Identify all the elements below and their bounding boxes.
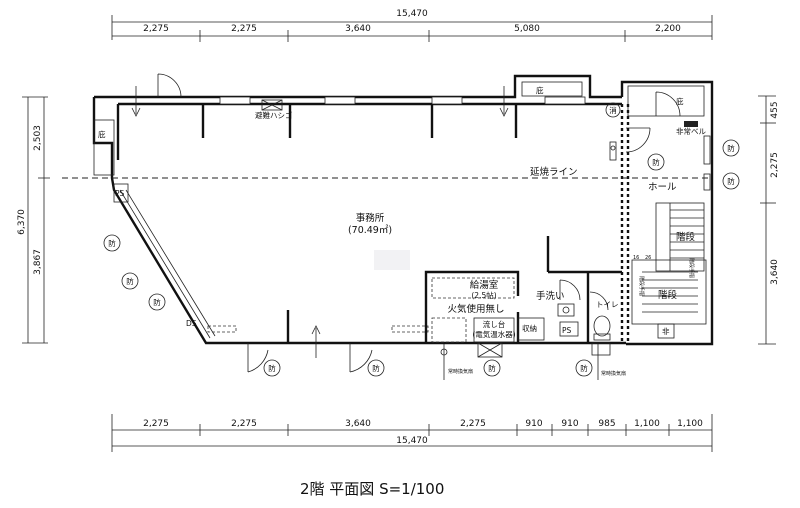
fire-mark-9: 防 (727, 143, 735, 153)
fire-mark-2: 防 (126, 276, 134, 286)
vent-label-2: 常時換気扇 (601, 370, 626, 377)
fire-mark-4: 防 (268, 363, 276, 373)
exterior-walls (92, 74, 714, 346)
kitchenette: 給湯室 (2.5帖) 火気使用無し 流し台 (電気温水器) 手洗い 収納 トイレ (424, 270, 622, 343)
hall-label: ホール (648, 182, 677, 193)
no-fire-label: 火気使用無し (447, 303, 504, 315)
dim-bottom-4: 2,275 (460, 419, 486, 429)
eaves-left-label: 庇 (98, 129, 106, 139)
emergency-light-label: 非 (662, 326, 670, 336)
dim-top-1: 2,275 (143, 24, 169, 34)
fire-rated-wall (620, 104, 630, 342)
dim-right-3: 3,640 (770, 259, 780, 285)
storage-label: 収納 (522, 323, 537, 333)
stairs-label-upper: 階段 (676, 231, 696, 243)
dim-top-5: 2,200 (655, 24, 681, 34)
eaves-top-label: 庇 (536, 85, 544, 95)
fire-mark-5: 防 (372, 363, 380, 373)
dim-bottom-7: 985 (598, 419, 615, 429)
handrail-label-1: 階段手摺 (638, 276, 645, 296)
dim-bottom-6: 910 (561, 419, 578, 429)
kitchen-label: 給湯室 (470, 279, 499, 291)
dim-top-3: 3,640 (345, 24, 371, 34)
bottom-dimensions: 2,275 2,275 3,640 2,275 910 910 985 1,10… (111, 414, 713, 452)
hall-room: ホール 非常ベル (648, 121, 711, 193)
dim-bottom-5: 910 (525, 419, 542, 429)
fire-marks: 防 防 防 防 防 防 防 防 防 防 (103, 139, 740, 377)
step-num-26: 26 (645, 255, 651, 261)
top-dimensions: 15,470 2,275 2,275 3,640 5,080 2,200 (111, 9, 713, 42)
sink-note-label: (電気温水器) (472, 329, 515, 339)
dim-bottom-3: 3,640 (345, 419, 371, 429)
dim-left-2: 3,867 (33, 249, 43, 275)
fire-mark-6: 防 (488, 363, 496, 373)
dim-right-1: 455 (770, 101, 780, 118)
sink-label: 流し台 (483, 319, 506, 329)
office-area-label: (70.49㎡) (348, 225, 392, 236)
handrail-label-2: 階段手摺 (688, 258, 695, 278)
ps-label-left: PS (115, 189, 125, 198)
vent-label-1: 常時換気扇 (448, 368, 473, 375)
doors (157, 73, 681, 373)
ds-label: DS (186, 319, 197, 328)
dim-top-4: 5,080 (514, 24, 540, 34)
right-dimensions: 455 2,275 3,640 (758, 95, 780, 345)
ps-label-right: PS (562, 326, 572, 335)
top-eaves: 庇 (521, 81, 583, 97)
office-label: 事務所 (356, 212, 385, 224)
eaves-right-label: 庇 (676, 96, 684, 106)
fire-mark-8: 防 (652, 157, 660, 167)
top-pilasters (116, 104, 518, 160)
shafts: PS DS PS (113, 183, 579, 337)
fire-mark-7: 防 (580, 363, 588, 373)
dim-bottom-1: 2,275 (143, 419, 169, 429)
dim-bottom-total: 15,470 (396, 436, 428, 446)
fire-mark-1: 防 (108, 238, 116, 248)
office-room: 事務所 (70.49㎡) 避難ハシゴ (255, 99, 410, 270)
vents: 常時換気扇 常時換気扇 (440, 342, 626, 380)
dim-left-total: 6,370 (17, 209, 27, 235)
right-eaves: 庇 (627, 85, 705, 117)
dim-left-1: 2,503 (33, 125, 43, 151)
stairs: 階段 16 26 階段 階段手摺 階段手摺 非 (631, 202, 707, 339)
drawing-title: 2階 平面図 S=1/100 (300, 480, 444, 498)
fire-line-label: 延焼ライン (530, 166, 578, 178)
flow-arrows (131, 86, 509, 358)
fire-mark-3: 防 (153, 297, 161, 307)
dim-bottom-9: 1,100 (677, 419, 703, 429)
step-num-16: 16 (633, 255, 639, 261)
stairs-label-lower: 階段 (658, 289, 678, 301)
evac-ladder-label: 避難ハシゴ (255, 110, 293, 120)
bottom-pilasters (207, 236, 550, 343)
top-windows (219, 96, 586, 105)
dim-right-2: 2,275 (770, 152, 780, 178)
dim-bottom-2: 2,275 (231, 419, 257, 429)
left-dimensions: 6,370 2,503 3,867 (17, 96, 50, 344)
fire-spread-line: 延焼ライン (62, 166, 712, 179)
extinguisher-mark: 消 (605, 102, 621, 161)
toilet-label: トイレ (596, 300, 619, 309)
dim-top-total: 15,470 (396, 9, 428, 19)
emergency-bell-label: 非常ベル (676, 126, 706, 136)
extinguisher-label: 消 (609, 105, 617, 115)
dim-bottom-8: 1,100 (634, 419, 660, 429)
left-eaves: 庇 (93, 119, 115, 176)
fire-mark-10: 防 (727, 176, 735, 186)
kitchen-size-label: (2.5帖) (471, 290, 496, 300)
dim-top-2: 2,275 (231, 24, 257, 34)
handwash-label: 手洗い (536, 290, 565, 302)
